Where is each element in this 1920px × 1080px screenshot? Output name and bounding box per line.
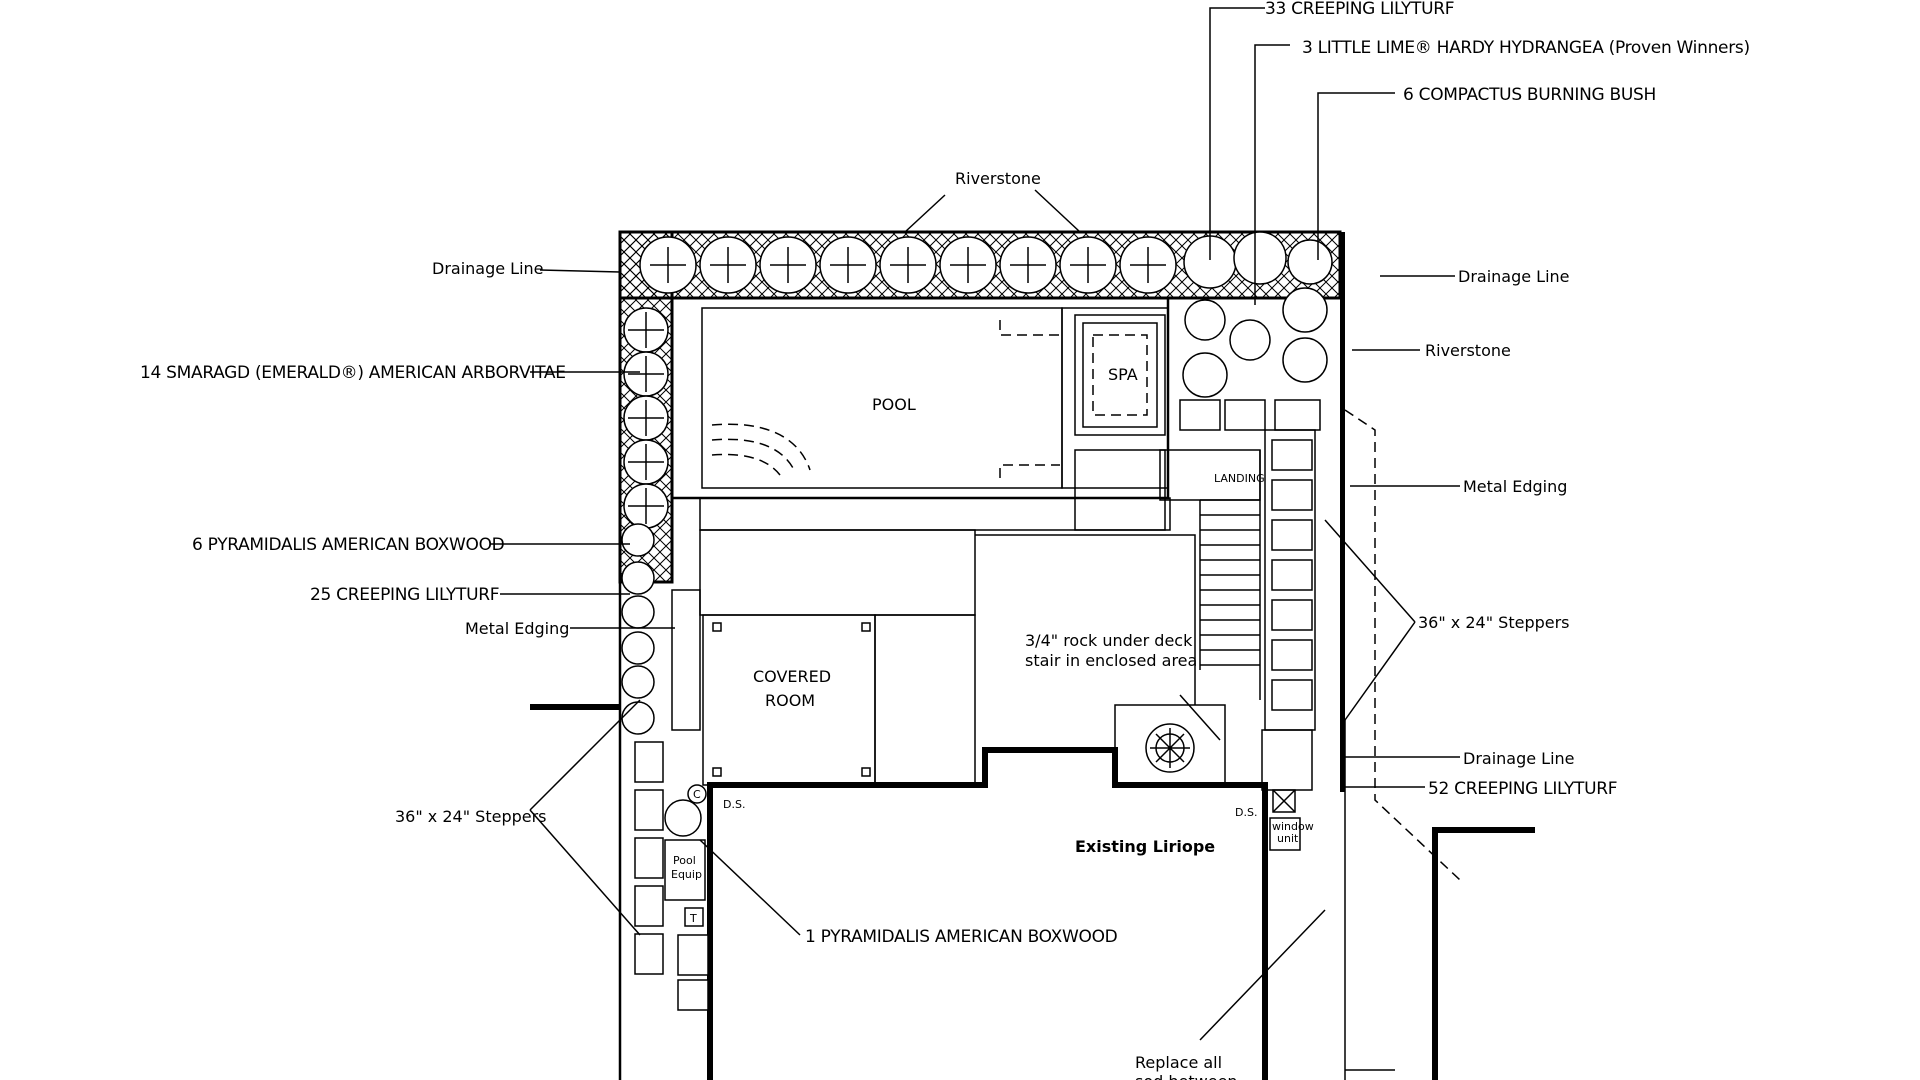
leader-lines	[490, 7, 1460, 1041]
label-steppers-right: 36" x 24" Steppers	[1418, 613, 1570, 632]
label-replace-sod-line1: Replace all	[1135, 1053, 1222, 1072]
house-outline	[530, 704, 1535, 1080]
north-planting-bed	[618, 230, 1345, 792]
label-window-unit-line2: unit	[1277, 832, 1299, 845]
label-pool-equip-line1: Pool	[673, 854, 696, 867]
label-rock-note-line1: 3/4" rock under deck	[1025, 631, 1193, 650]
label-creeping-lilyturf-33: 33 CREEPING LILYTURF	[1265, 0, 1454, 19]
east-boundary	[1269, 409, 1461, 1080]
label-downspout-right: D.S.	[1235, 806, 1257, 819]
pool-area	[670, 296, 1170, 500]
label-creeping-lilyturf-52: 52 CREEPING LILYTURF	[1428, 779, 1617, 799]
stone-patio	[699, 449, 1171, 786]
label-pool: POOL	[872, 395, 916, 414]
label-hydrangea: 3 LITTLE LIME® HARDY HYDRANGEA (Proven W…	[1302, 38, 1750, 58]
label-burning-bush: 6 COMPACTUS BURNING BUSH	[1403, 85, 1656, 105]
label-window-unit-line1: window	[1272, 820, 1314, 833]
label-replace-sod-line2: sod between	[1135, 1072, 1238, 1080]
label-arborvitae: 14 SMARAGD (EMERALD®) AMERICAN ARBORVITA…	[140, 363, 566, 383]
label-tag-c: C	[693, 788, 701, 801]
label-covered-room-line1: COVERED	[753, 667, 831, 686]
label-drainage-line-right: Drainage Line	[1458, 267, 1570, 286]
plan-labels: 33 CREEPING LILYTURF 3 LITTLE LIME® HARD…	[140, 0, 1750, 1080]
label-metal-edging-right: Metal Edging	[1463, 477, 1567, 496]
label-spa: SPA	[1108, 365, 1138, 384]
label-covered-room-line2: ROOM	[765, 691, 815, 710]
label-existing-liriope: Existing Liriope	[1075, 837, 1215, 856]
label-metal-edging-left: Metal Edging	[465, 619, 569, 638]
label-riverstone-top: Riverstone	[955, 169, 1041, 188]
west-walkway	[618, 523, 709, 1080]
label-downspout-left: D.S.	[723, 798, 745, 811]
label-riverstone-right: Riverstone	[1425, 341, 1511, 360]
enclosed-rock-area	[975, 534, 1226, 786]
label-steppers-left: 36" x 24" Steppers	[395, 807, 547, 826]
label-boxwood-6: 6 PYRAMIDALIS AMERICAN BOXWOOD	[192, 535, 505, 555]
label-creeping-lilyturf-25: 25 CREEPING LILYTURF	[310, 585, 499, 605]
label-pool-equip-line2: Equip	[671, 868, 702, 881]
label-rock-note-line2: stair in enclosed area	[1025, 651, 1197, 670]
label-drainage-line-lower: Drainage Line	[1463, 749, 1575, 768]
deck-stairs	[1159, 429, 1316, 791]
label-drainage-line-left: Drainage Line	[432, 259, 544, 278]
label-tag-t: T	[689, 912, 697, 925]
label-landing: LANDING	[1214, 472, 1265, 485]
label-boxwood-1: 1 PYRAMIDALIS AMERICAN BOXWOOD	[805, 927, 1118, 947]
